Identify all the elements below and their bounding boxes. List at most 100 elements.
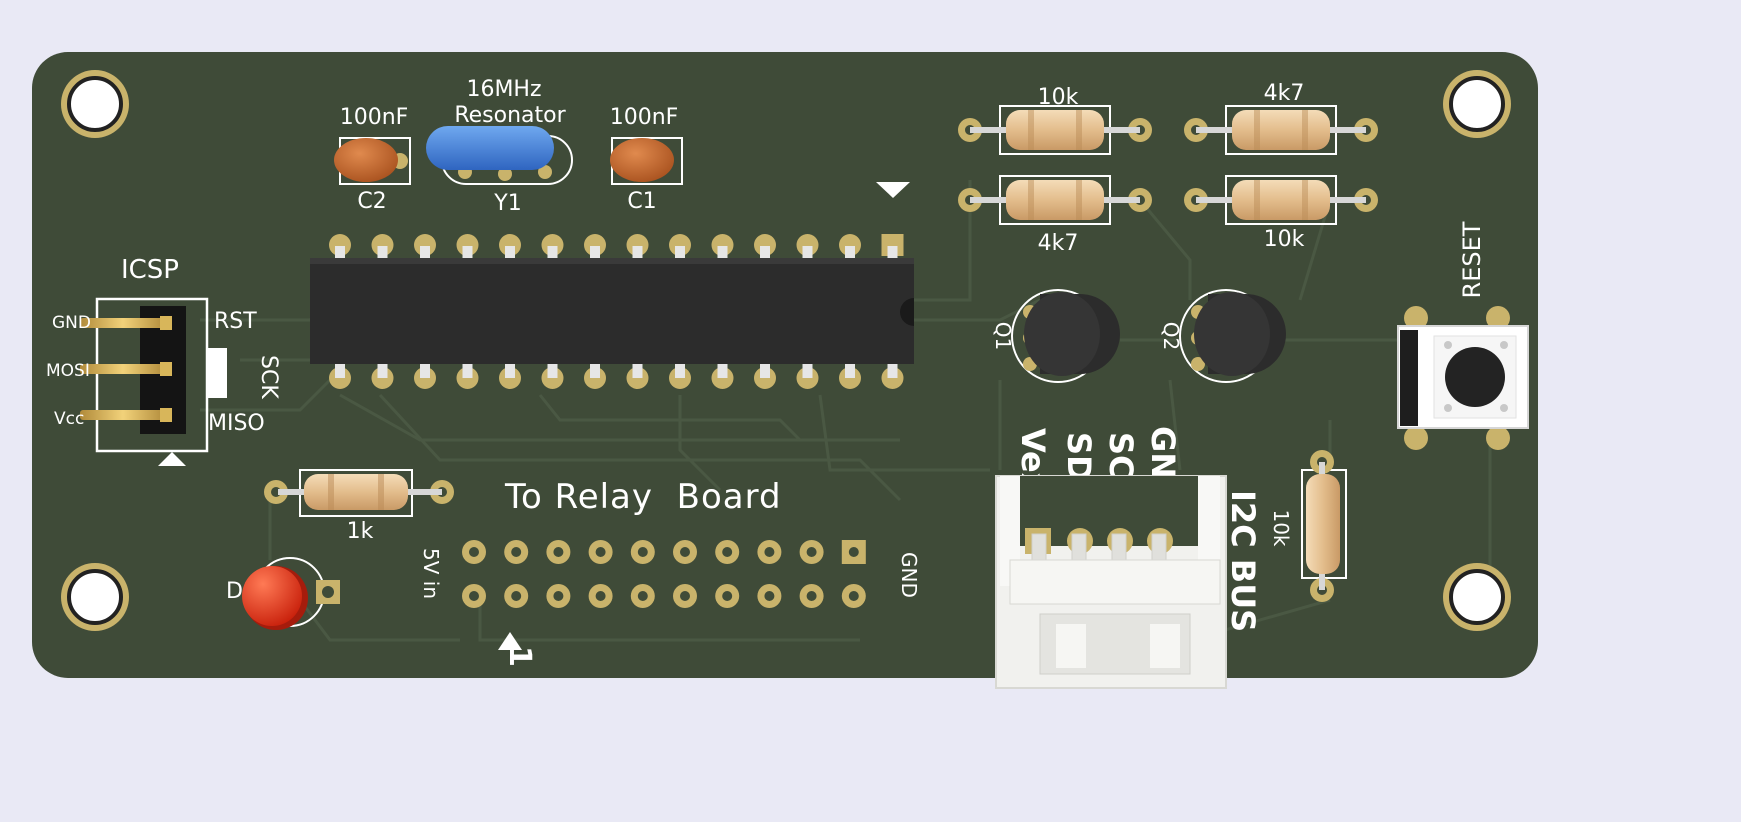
icsp-label-vcc: Vcc xyxy=(54,409,84,429)
ic-leg xyxy=(420,362,430,378)
ic-leg xyxy=(462,362,473,378)
ic-leg xyxy=(887,362,898,378)
ic-pad xyxy=(669,234,691,256)
icsp-title: ICSP xyxy=(121,255,179,285)
i2c-connector: Vext SDA SCL GND I2C BUS xyxy=(995,426,1262,689)
header-hole xyxy=(722,547,733,557)
icsp-label-rst: RST xyxy=(214,309,257,334)
y1-ref: Y1 xyxy=(493,191,521,216)
microcontroller-dip28 xyxy=(310,234,914,389)
transistor-q2: Q2 xyxy=(1159,289,1286,383)
relay-header: To Relay Board 5V in GND 1 xyxy=(419,477,921,667)
resistor-band xyxy=(1028,110,1034,150)
resistor xyxy=(1184,105,1378,155)
ic-leg xyxy=(675,362,685,378)
header-hole xyxy=(553,547,564,557)
ic-leg xyxy=(420,246,430,260)
ic-leg xyxy=(760,246,770,260)
relay-label-5v: 5V in xyxy=(419,548,443,599)
header-hole xyxy=(637,591,648,601)
q2-ref: Q2 xyxy=(1159,322,1183,350)
relay-label-gnd: GND xyxy=(897,552,921,598)
resistor-band xyxy=(1028,180,1034,220)
ic-leg xyxy=(760,362,770,378)
y1-value-line1: 16MHz xyxy=(466,77,541,102)
relay-pin1-label: 1 xyxy=(502,646,537,667)
header-hole xyxy=(553,591,564,601)
icsp-label-gnd: GND xyxy=(52,313,91,333)
ic-leg xyxy=(547,362,558,378)
resonator-y1: 16MHz Resonator Y1 xyxy=(426,77,573,216)
header-hole xyxy=(680,591,690,601)
i2c-bus-label: I2C BUS xyxy=(1224,490,1262,632)
ic-leg xyxy=(335,246,345,260)
ic-leg xyxy=(802,246,813,260)
resistor-r3-value: 4k7 xyxy=(1038,231,1079,256)
reset-label: RESET xyxy=(1458,221,1486,298)
ic-leg xyxy=(335,362,345,378)
ic-pin1-marker xyxy=(876,182,910,198)
capacitor-c2: 100nF C2 xyxy=(334,105,411,214)
icsp-label-miso: MISO xyxy=(208,411,265,436)
header-hole xyxy=(595,547,606,557)
header-hole xyxy=(848,591,859,601)
top-resistors xyxy=(958,105,1378,225)
ic-leg xyxy=(845,362,855,378)
header-hole xyxy=(595,591,606,601)
header-hole xyxy=(806,547,817,557)
c2-value: 100nF xyxy=(340,105,409,130)
q1-ref: Q1 xyxy=(991,322,1015,350)
y1-value-line2: Resonator xyxy=(454,103,566,128)
ic-leg xyxy=(505,246,515,260)
header-hole xyxy=(806,591,817,601)
ic-pad xyxy=(456,234,479,256)
ic-leg xyxy=(845,246,855,260)
resistor-body xyxy=(1232,110,1330,150)
resistor-i2c-10k: 10k xyxy=(1269,450,1347,602)
ic-pad xyxy=(754,234,776,256)
ic-leg xyxy=(717,362,728,378)
icsp-label-sck: SCK xyxy=(256,355,281,399)
c1-ref: C1 xyxy=(627,189,656,214)
c1-value: 100nF xyxy=(610,105,679,130)
ic-leg xyxy=(547,246,558,260)
header-hole xyxy=(469,591,479,601)
resistor xyxy=(1184,175,1378,225)
ic-leg xyxy=(377,362,388,378)
c2-ref: C2 xyxy=(357,189,386,214)
ic-leg xyxy=(887,246,898,260)
header-hole xyxy=(764,591,775,601)
capacitor-c1: 100nF C1 xyxy=(610,105,683,214)
ic-pad xyxy=(329,234,351,256)
header-hole xyxy=(511,591,522,601)
resistor-band xyxy=(1076,110,1082,150)
resistor-led-value: 1k xyxy=(347,519,374,544)
ic-pad-square xyxy=(881,234,904,256)
ic-pad xyxy=(499,234,521,256)
ic-leg xyxy=(462,246,473,260)
reset-knob[interactable] xyxy=(1445,347,1505,407)
ic-pad xyxy=(626,234,649,256)
resistor-r2-value: 4k7 xyxy=(1264,81,1305,106)
header-hole xyxy=(722,591,733,601)
mounting-holes xyxy=(61,70,1511,631)
resistor-r1-value: 10k xyxy=(1038,85,1079,110)
icsp-header: ICSP GND MOSI Vcc RST SCK MISO xyxy=(46,255,281,466)
reset-button[interactable]: RESET xyxy=(1397,221,1529,450)
resistor-band xyxy=(1076,180,1082,220)
ic-pad xyxy=(414,234,436,256)
ic-leg xyxy=(675,246,685,260)
ic-leg xyxy=(590,362,600,378)
resistor-body xyxy=(1006,180,1104,220)
resistor-band xyxy=(1302,110,1308,150)
ic-leg xyxy=(717,246,728,260)
resistor-band xyxy=(1254,110,1260,150)
header-hole xyxy=(680,547,690,557)
ic-leg xyxy=(377,246,388,260)
copper-traces xyxy=(200,180,1492,642)
resistor-body xyxy=(1006,110,1104,150)
header-hole xyxy=(637,547,648,557)
resistor-band xyxy=(1254,180,1260,220)
resistor-body xyxy=(1232,180,1330,220)
